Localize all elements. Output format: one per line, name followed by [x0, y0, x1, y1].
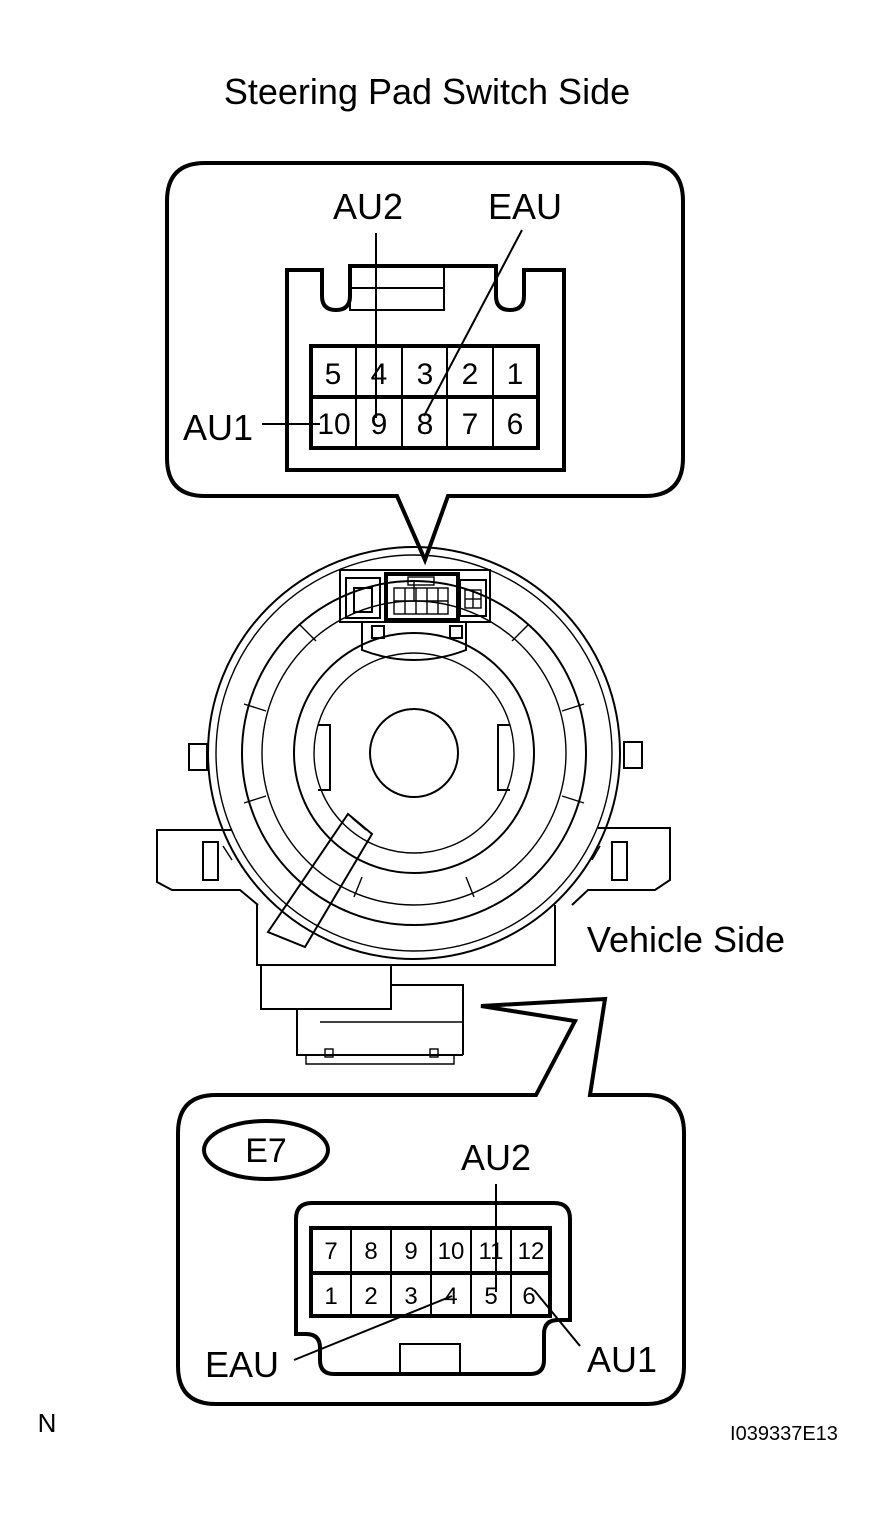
top-pin: 5 [325, 358, 342, 391]
top-pin: 1 [507, 358, 524, 391]
bottom-pin: 5 [484, 1283, 497, 1310]
connector-code: E7 [245, 1132, 287, 1170]
bottom-label-au1: AU1 [587, 1339, 657, 1380]
top-label-au2: AU2 [333, 186, 403, 227]
bottom-label-eau: EAU [205, 1344, 279, 1385]
top-pin-numbers: 5 4 3 2 1 10 9 8 7 6 [317, 358, 523, 441]
bottom-pin: 3 [404, 1283, 417, 1310]
top-pin: 9 [371, 408, 388, 441]
bottom-connector-grid [309, 1226, 552, 1318]
bottom-pin: 6 [522, 1283, 535, 1310]
bottom-pin: 8 [364, 1238, 377, 1265]
footer-right: I039337E13 [730, 1423, 838, 1445]
bottom-connector-housing [294, 1201, 572, 1376]
top-label-au1: AU1 [183, 407, 253, 448]
top-pin: 4 [371, 358, 388, 391]
vehicle-side-label: Vehicle Side [587, 919, 785, 960]
bottom-pin: 11 [479, 1238, 504, 1265]
top-leaders [262, 229, 523, 425]
bottom-leaders [293, 1184, 581, 1361]
top-pin: 7 [462, 408, 479, 441]
top-pin: 2 [462, 358, 479, 391]
top-pin: 10 [317, 408, 350, 441]
top-pin: 3 [417, 358, 434, 391]
top-label-eau: EAU [488, 186, 562, 227]
bottom-pin: 10 [438, 1238, 465, 1265]
bottom-label-au2: AU2 [461, 1137, 531, 1178]
footer-left: N [38, 1408, 57, 1438]
top-pin: 8 [417, 408, 434, 441]
top-title: Steering Pad Switch Side [224, 71, 630, 112]
top-connector-housing [285, 264, 566, 472]
bottom-pin: 1 [324, 1283, 337, 1310]
bottom-pin: 12 [518, 1238, 545, 1265]
spiral-cable-drawing [156, 546, 671, 1065]
bottom-pin: 9 [404, 1238, 417, 1265]
bottom-pin: 7 [324, 1238, 337, 1265]
top-callout [165, 161, 685, 566]
top-pin: 6 [507, 408, 524, 441]
bottom-pin: 2 [364, 1283, 377, 1310]
bottom-callout [176, 996, 686, 1406]
connector-code-oval [202, 1119, 330, 1181]
top-connector-grid [309, 344, 540, 450]
